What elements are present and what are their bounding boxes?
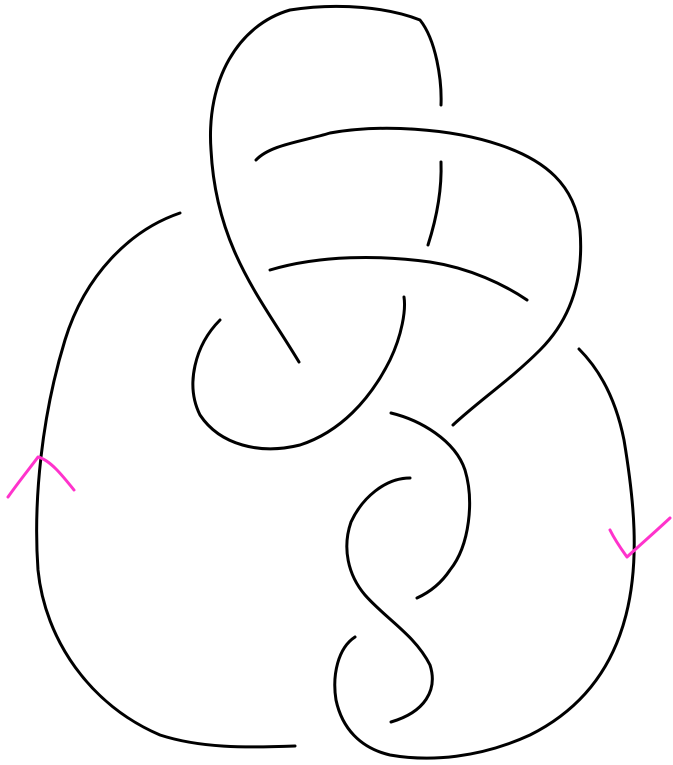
orientation-markers (8, 457, 670, 557)
knot-strand (210, 6, 441, 362)
knot-strand (193, 297, 405, 449)
knot-strand (428, 162, 441, 245)
down-arrow-icon (610, 518, 670, 557)
knot-strand (256, 128, 581, 425)
knot-strand (347, 478, 432, 722)
knot-strands (37, 6, 635, 758)
knot-strand (335, 349, 634, 758)
knot-strand (270, 257, 527, 300)
knot-strand (391, 413, 470, 598)
